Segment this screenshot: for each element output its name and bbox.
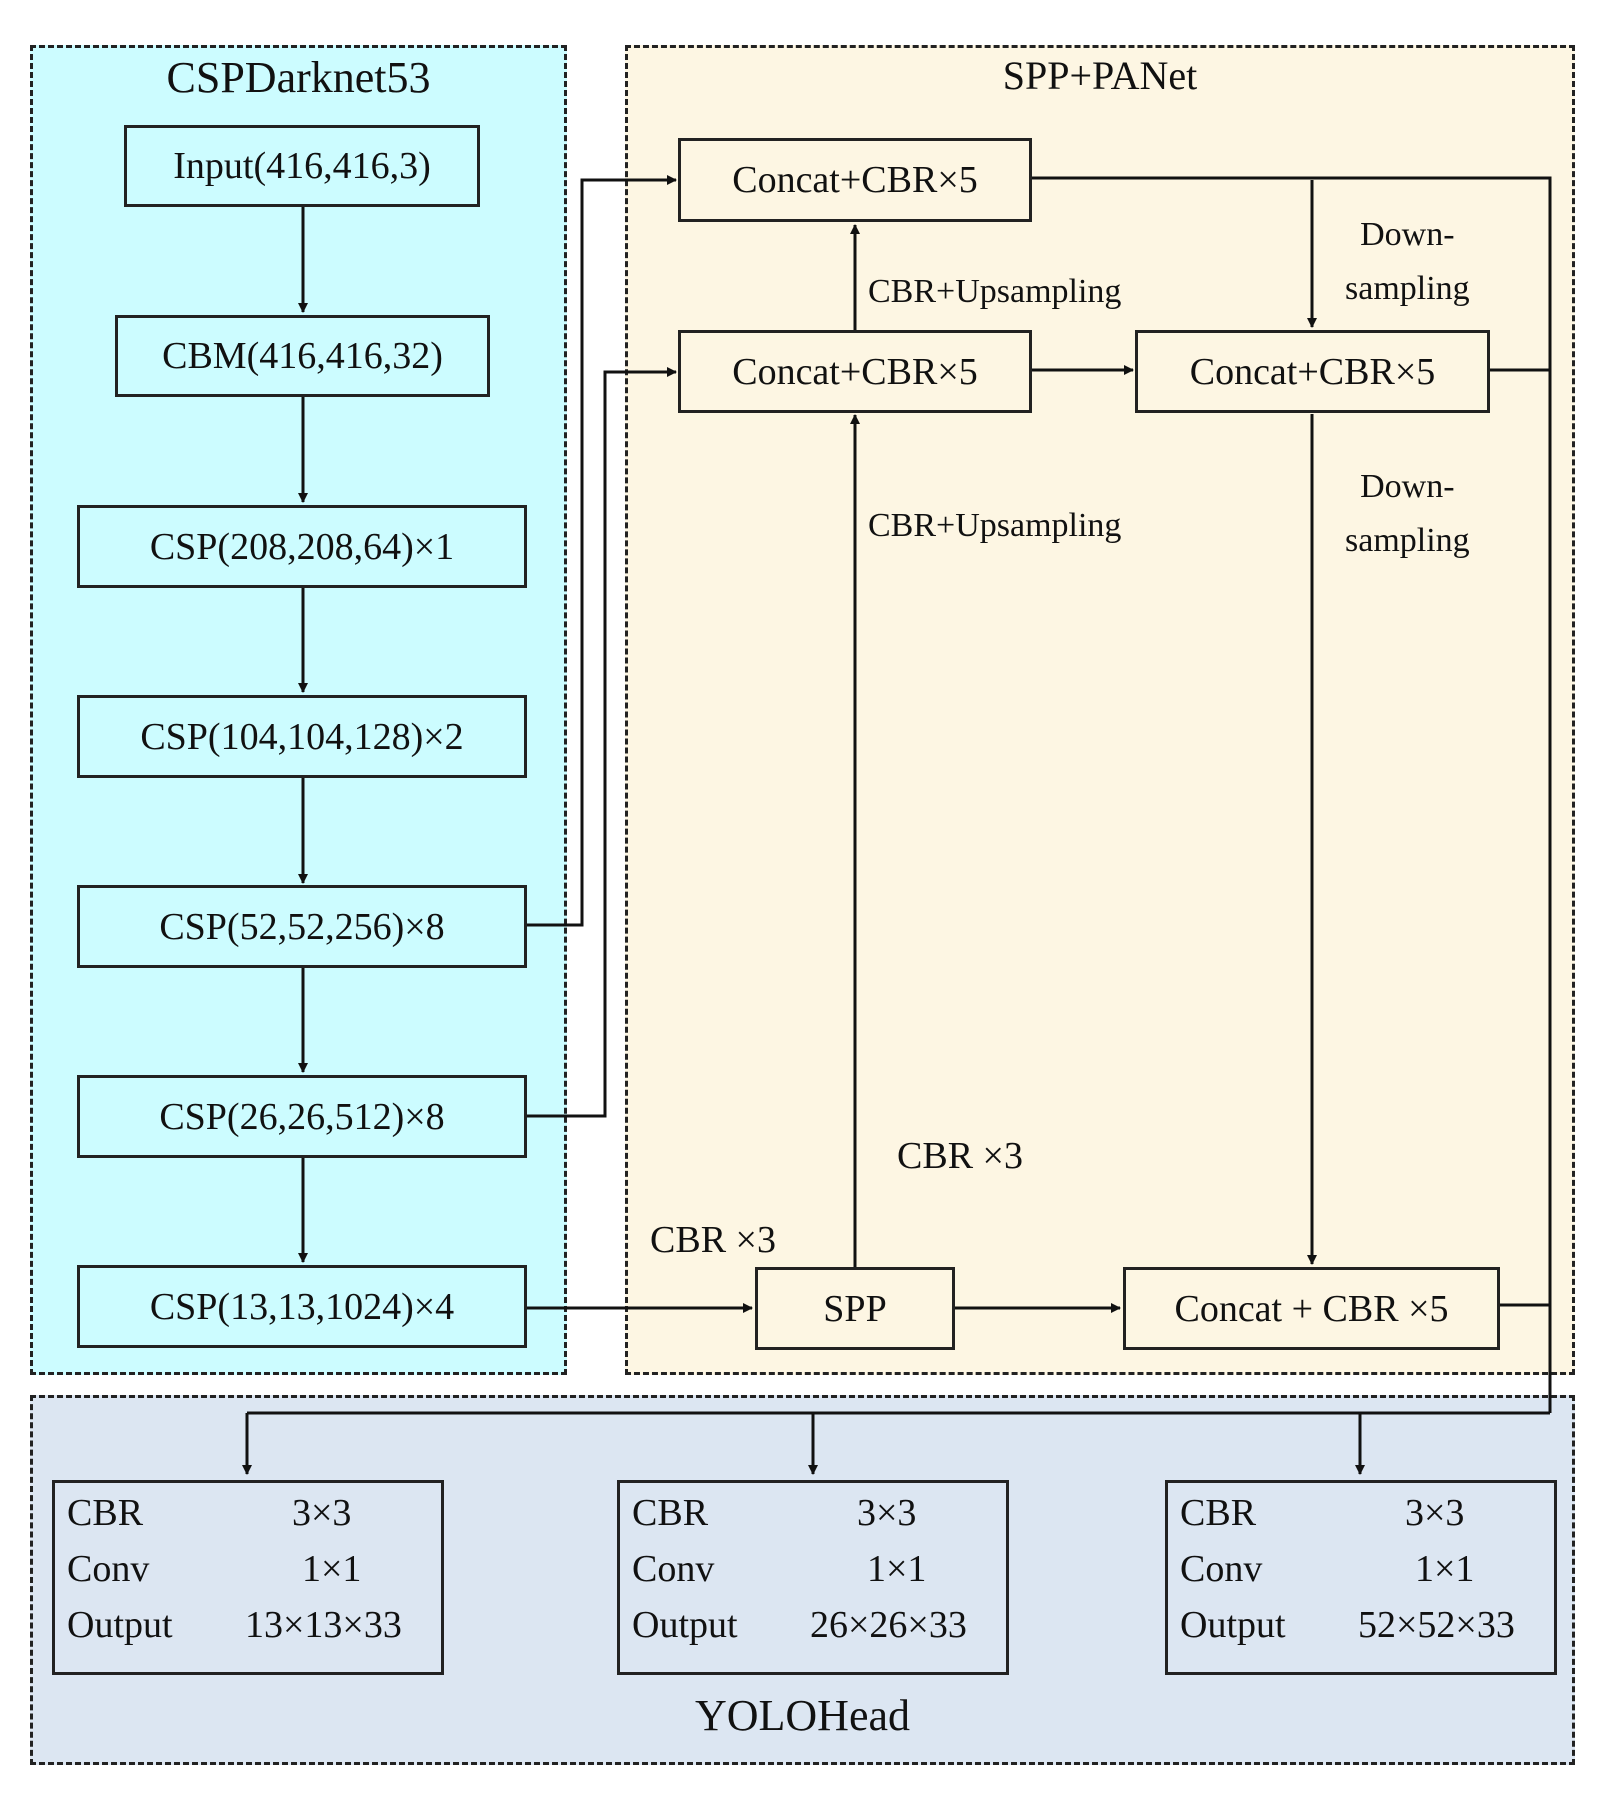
head-row-key: CBR xyxy=(632,1492,709,1534)
head-row-value: 52×52×33 xyxy=(1358,1604,1515,1646)
downsampling-label-top-line1: Down- xyxy=(1360,216,1455,253)
head-row-key: Conv xyxy=(1180,1548,1263,1590)
downsampling-label-top: Down- sampling xyxy=(1345,208,1470,316)
csp-208-block: CSP(208,208,64)×1 xyxy=(77,505,527,588)
head-row-value: 3×3 xyxy=(857,1492,917,1534)
head-row-value: 3×3 xyxy=(292,1492,352,1534)
yolohead-block-52: CBR 3×3 Conv 1×1 Output 52×52×33 xyxy=(1165,1480,1557,1675)
head-row-value: 3×3 xyxy=(1405,1492,1465,1534)
head-row-value: 13×13×33 xyxy=(245,1604,402,1646)
cbr3-label-in: CBR ×3 xyxy=(650,1219,776,1261)
head-row-value: 26×26×33 xyxy=(810,1604,967,1646)
downsampling-label-bottom-line2: sampling xyxy=(1345,522,1470,559)
csp-104-block: CSP(104,104,128)×2 xyxy=(77,695,527,778)
head-row-key: CBR xyxy=(1180,1492,1257,1534)
downsampling-label-bottom: Down- sampling xyxy=(1345,460,1470,568)
downsampling-label-bottom-line1: Down- xyxy=(1360,468,1455,505)
head-row-key: Output xyxy=(1180,1604,1286,1646)
upsampling-label-bottom: CBR+Upsampling xyxy=(868,507,1122,544)
edge-csp26-to-mid-concat xyxy=(527,367,677,1118)
cbr3-label-up: CBR ×3 xyxy=(897,1135,1023,1177)
head-row-value: 1×1 xyxy=(1415,1548,1475,1590)
cspdarknet53-title: CSPDarknet53 xyxy=(166,53,431,102)
upsampling-label-top: CBR+Upsampling xyxy=(868,273,1122,310)
yolohead-block-26: CBR 3×3 Conv 1×1 Output 26×26×33 xyxy=(617,1480,1009,1675)
input-block: Input(416,416,3) xyxy=(124,125,480,207)
cbm-block: CBM(416,416,32) xyxy=(115,315,490,397)
head-row-key: Output xyxy=(67,1604,173,1646)
edge-csp52-to-top-concat xyxy=(527,175,677,927)
downsampling-label-top-line2: sampling xyxy=(1345,270,1470,307)
head-row-key: CBR xyxy=(67,1492,144,1534)
concat-mid-left-block: Concat+CBR×5 xyxy=(678,330,1032,413)
head-row-value: 1×1 xyxy=(867,1548,927,1590)
edge-top-output xyxy=(1032,176,1552,1413)
csp-13-block: CSP(13,13,1024)×4 xyxy=(77,1265,527,1348)
head-row-value: 1×1 xyxy=(302,1548,362,1590)
head-row-key: Conv xyxy=(632,1548,715,1590)
spp-panet-title: SPP+PANet xyxy=(1002,53,1198,98)
yolohead-title: YOLOHead xyxy=(694,1691,911,1740)
yolohead-block-13: CBR 3×3 Conv 1×1 Output 13×13×33 xyxy=(52,1480,444,1675)
head-row-key: Conv xyxy=(67,1548,150,1590)
concat-top-block: Concat+CBR×5 xyxy=(678,138,1032,222)
concat-bottom-block: Concat + CBR ×5 xyxy=(1123,1267,1500,1350)
head-row-key: Output xyxy=(632,1604,738,1646)
spp-block: SPP xyxy=(755,1267,955,1350)
spp-panet-region xyxy=(625,45,1575,1375)
csp-52-block: CSP(52,52,256)×8 xyxy=(77,885,527,968)
concat-mid-right-block: Concat+CBR×5 xyxy=(1135,330,1490,413)
csp-26-block: CSP(26,26,512)×8 xyxy=(77,1075,527,1158)
